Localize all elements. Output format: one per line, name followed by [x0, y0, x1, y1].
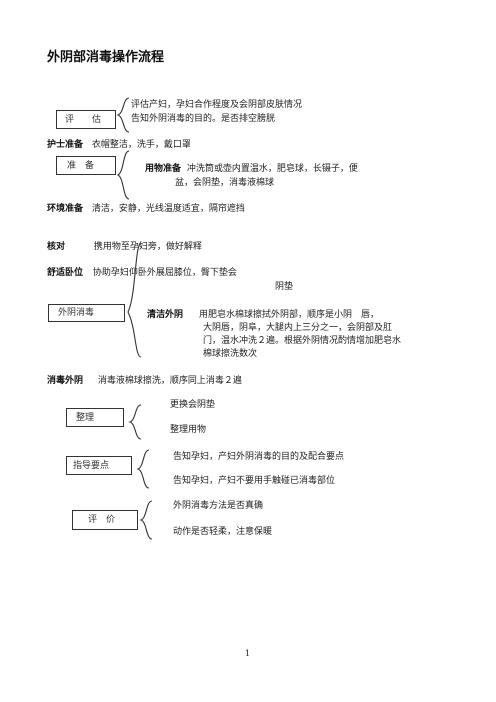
sterilize-row: 消毒外阴 消毒液棉球擦洗，顺序同上消毒２遍: [47, 375, 242, 387]
sterilize-text: 消毒液棉球擦洗，顺序同上消毒２遍: [97, 376, 242, 386]
clean-line-1: 用肥皂水棉球擦拭外阴部，顺序是小阴 唇，: [199, 310, 380, 320]
clean-line-3: 门，温水冲洗２遍。根据外阴情况酌情增加肥皂水: [203, 336, 402, 346]
assess-box: 评 估: [56, 110, 116, 129]
tidy-line-1: 更换会阴垫: [170, 400, 216, 410]
assess-line-2: 告知外阴消毒的目的。是否排空膀胱: [131, 114, 276, 124]
check-row: 核对 携用物至孕妇旁，做好解释: [47, 241, 202, 253]
evaluate-line-1: 外阴消毒方法是否真确: [173, 501, 264, 511]
items-line-1: 冲洗筒或壶内置温水，肥皂球，长镊子，便: [186, 164, 358, 174]
evaluate-brace: [139, 500, 153, 540]
env-prep-row: 环境准备 清洁，安静，光线温度适宜，隔帘遮挡: [47, 203, 245, 215]
clean-line-2: 大阴唇，阴阜，大腿内上三分之一，会阴部及肛: [203, 323, 393, 333]
guide-box: 指导要点: [66, 456, 132, 475]
items-label: 用物准备: [145, 164, 182, 174]
sterilize-label: 消毒外阴: [47, 376, 84, 386]
prep-box: 准 备: [56, 156, 116, 175]
position-row: 舒适卧位 协助孕妇仰卧外展屈膝位，臀下垫会: [47, 267, 237, 279]
disinfect-box: 外阴消毒: [48, 304, 125, 322]
disinfect-brace: [127, 242, 142, 358]
tidy-line-2: 整理用物: [170, 425, 207, 435]
tidy-box: 整理: [66, 408, 124, 427]
nurse-prep-text: 衣帽整洁，洗手，戴口罩: [91, 140, 191, 150]
position-label: 舒适卧位: [47, 268, 84, 278]
env-prep-text: 清洁，安静，光线温度适宜，隔帘遮挡: [91, 204, 245, 214]
nurse-prep-label: 护士准备: [47, 140, 84, 150]
check-text: 携用物至孕妇旁，做好解释: [93, 242, 202, 252]
clean-label: 清洁外阴: [147, 310, 184, 320]
tidy-brace: [128, 404, 142, 440]
page-number: 1: [245, 649, 251, 658]
nurse-prep-row: 护士准备 衣帽整洁，洗手，戴口罩: [47, 139, 191, 151]
items-row: 用物准备 冲洗筒或壶内置温水，肥皂球，长镊子，便: [145, 163, 358, 175]
position-text-2: 阴垫: [275, 282, 294, 292]
items-line-2: 盆，会阴垫，消毒液棉球: [175, 178, 275, 188]
position-text: 协助孕妇仰卧外展屈膝位，臀下垫会: [92, 268, 237, 278]
page-title: 外阴部消毒操作流程: [47, 50, 165, 65]
env-prep-label: 环境准备: [47, 204, 84, 214]
guide-brace: [136, 449, 150, 489]
prep-brace: [116, 150, 130, 200]
evaluate-box: 评 价: [72, 510, 138, 530]
guide-line-2: 告知孕妇，产妇不要用手触碰已消毒部位: [173, 476, 336, 486]
check-label: 核对: [47, 242, 66, 252]
evaluate-line-2: 动作是否轻柔，注意保暖: [173, 527, 273, 537]
assess-brace: [116, 97, 130, 133]
assess-line-1: 评估产妇，孕妇合作程度及会阴部皮肤情况: [131, 100, 303, 110]
clean-line-4: 棉球擦洗数次: [203, 349, 258, 359]
guide-line-1: 告知孕妇，产妇外阴消毒的目的及配合要点: [173, 452, 345, 462]
